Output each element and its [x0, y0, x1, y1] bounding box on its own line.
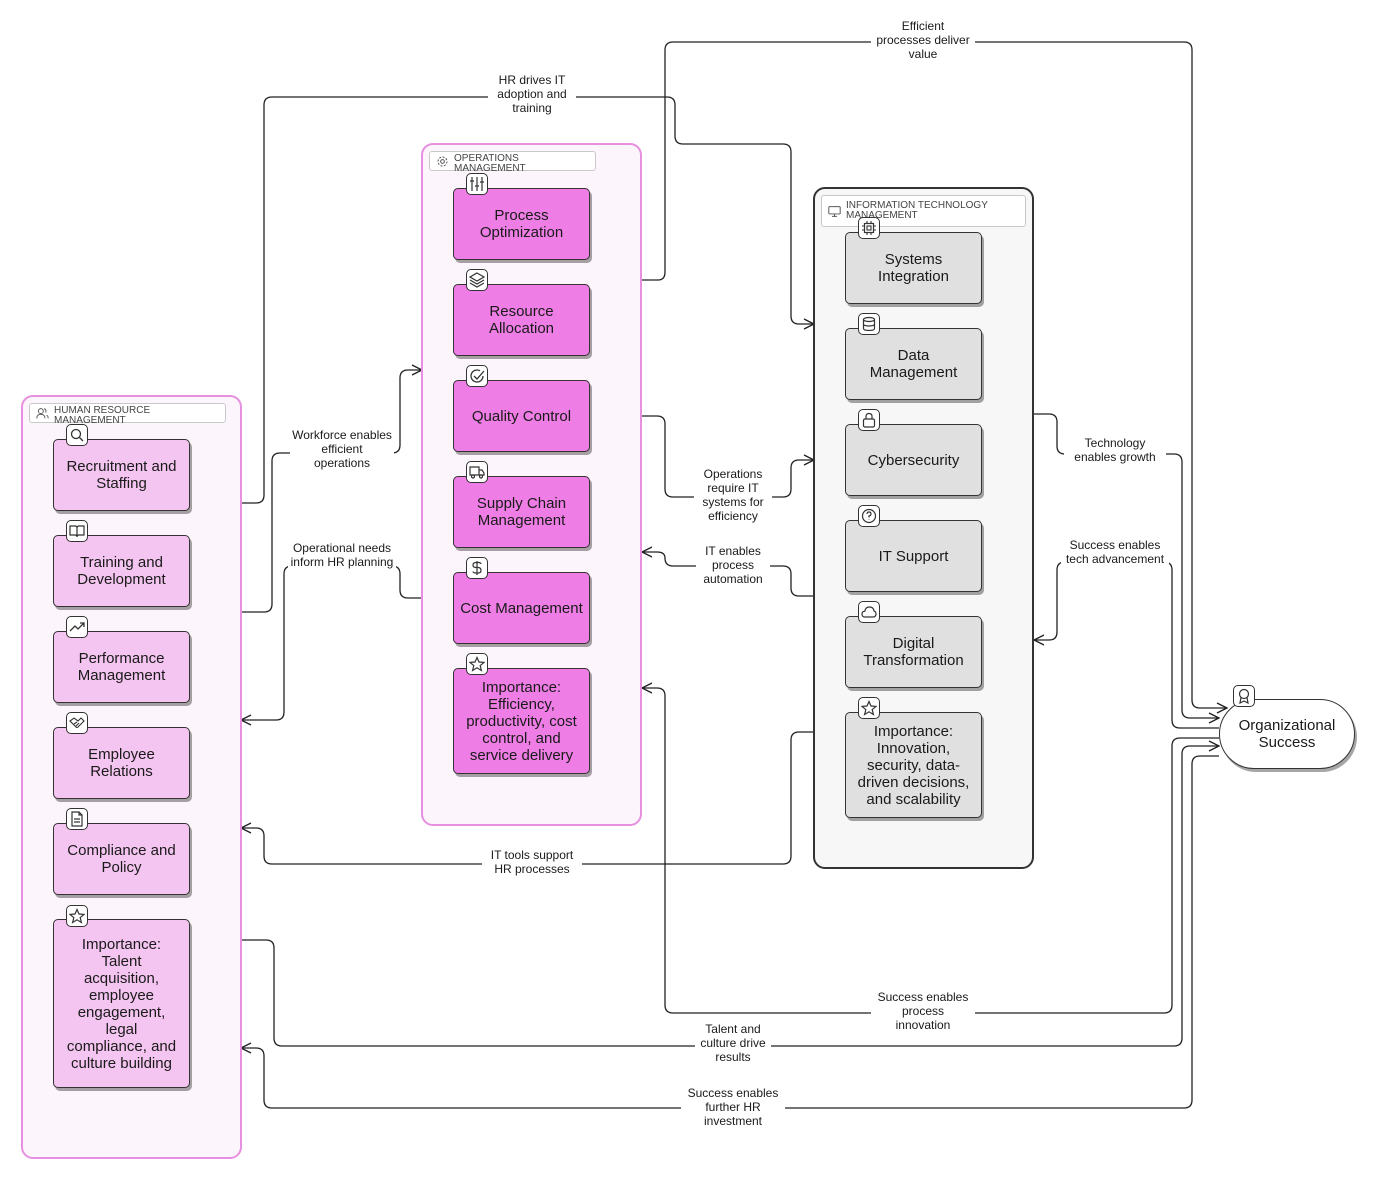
ops-node-cost-management[interactable]: Cost Management [453, 572, 590, 644]
edge-label-success-process: Success enables process innovation [871, 990, 975, 1032]
hr-node-training[interactable]: Training and Development [53, 535, 190, 607]
users-icon [36, 408, 49, 419]
ops-node-importance[interactable]: Importance: Efficiency, productivity, co… [453, 668, 590, 774]
it-node-data-management[interactable]: Data Management [845, 328, 982, 400]
document-icon [66, 808, 88, 830]
it-group-label: INFORMATION TECHNOLOGY MANAGEMENT [821, 195, 1026, 227]
star-icon [466, 653, 488, 675]
organizational-success-node[interactable]: Organizational Success [1219, 699, 1355, 769]
edge-label-talent-culture: Talent and culture drive results [695, 1022, 771, 1064]
check-circle-icon [466, 365, 488, 387]
trending-up-icon [66, 616, 88, 638]
dollar-icon [466, 557, 488, 579]
hr-group-label: HUMAN RESOURCE MANAGEMENT [29, 403, 226, 426]
cloud-icon [858, 601, 880, 623]
database-icon [858, 313, 880, 335]
sliders-icon [466, 173, 488, 195]
edge-label-it-tools-hr: IT tools support HR processes [482, 848, 582, 876]
it-node-systems-integration[interactable]: Systems Integration [845, 232, 982, 304]
hr-node-importance[interactable]: Importance: Talent acquisition, employee… [53, 919, 190, 1088]
edge-label-operational-needs: Operational needs inform HR planning [288, 541, 396, 569]
edge-talent-culture [241, 746, 1219, 1047]
it-node-cybersecurity[interactable]: Cybersecurity [845, 424, 982, 496]
lock-icon [858, 409, 880, 431]
hr-node-compliance[interactable]: Compliance and Policy [53, 823, 190, 895]
help-circle-icon [858, 505, 880, 527]
award-icon [1233, 685, 1255, 707]
ops-node-process-optimization[interactable]: Process Optimization [453, 188, 590, 260]
it-group-title: INFORMATION TECHNOLOGY MANAGEMENT [846, 200, 988, 221]
handshake-icon [66, 712, 88, 734]
ops-group-label: OPERATIONS MANAGEMENT [429, 151, 596, 174]
edge-hr-drives-it [241, 96, 814, 504]
layers-icon [466, 269, 488, 291]
monitor-icon [828, 206, 841, 217]
edge-workforce [241, 370, 422, 613]
edge-label-ops-require-it: Operations require IT systems for effici… [694, 467, 772, 523]
edge-label-success-hr: Success enables further HR investment [681, 1086, 785, 1128]
it-node-importance[interactable]: Importance: Innovation, security, data-d… [845, 712, 982, 818]
it-node-digital-transformation[interactable]: Digital Transformation [845, 616, 982, 688]
hr-node-performance[interactable]: Performance Management [53, 631, 190, 703]
ops-group-title: OPERATIONS MANAGEMENT [454, 153, 526, 174]
edge-operational-needs [241, 565, 422, 720]
cpu-icon [858, 217, 880, 239]
gear-icon [437, 156, 448, 167]
truck-icon [466, 461, 488, 483]
star-icon [66, 905, 88, 927]
hr-group-title: HUMAN RESOURCE MANAGEMENT [54, 405, 151, 426]
star-icon [858, 697, 880, 719]
edge-success-tech [1034, 561, 1219, 729]
edge-label-hr-drives-it: HR drives IT adoption and training [488, 73, 576, 115]
hr-node-employee-relations[interactable]: Employee Relations [53, 727, 190, 799]
edge-label-it-automation: IT enables process automation [696, 544, 770, 586]
ops-node-quality-control[interactable]: Quality Control [453, 380, 590, 452]
it-node-it-support[interactable]: IT Support [845, 520, 982, 592]
edge-label-efficient-processes: Efficient processes deliver value [871, 19, 975, 61]
hr-node-recruitment[interactable]: Recruitment and Staffing [53, 439, 190, 511]
edge-label-success-tech: Success enables tech advancement [1061, 538, 1169, 566]
ops-node-supply-chain[interactable]: Supply Chain Management [453, 476, 590, 548]
edge-label-tech-growth: Technology enables growth [1064, 436, 1166, 464]
edge-label-workforce: Workforce enables efficient operations [290, 428, 394, 470]
edge-it-automation [642, 552, 814, 597]
ops-node-resource-allocation[interactable]: Resource Allocation [453, 284, 590, 356]
search-icon [66, 424, 88, 446]
book-icon [66, 520, 88, 542]
